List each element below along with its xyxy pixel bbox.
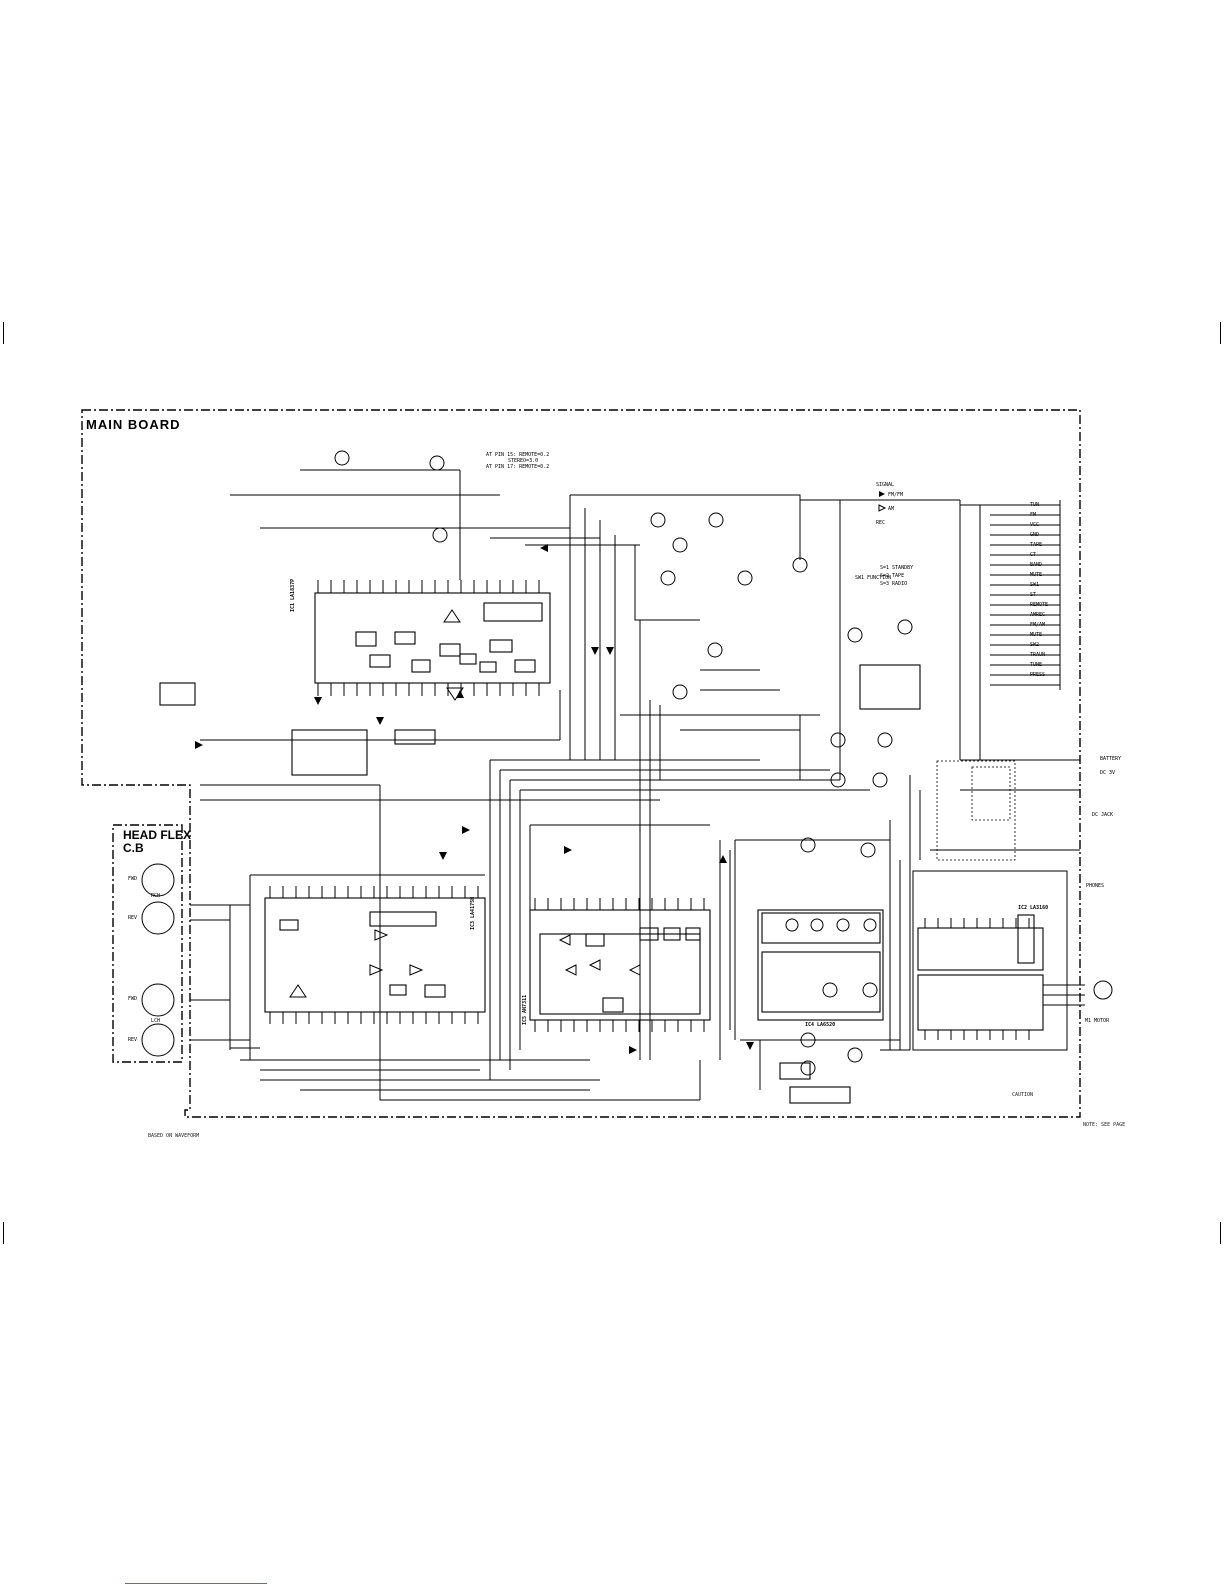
ic4-body — [757, 909, 884, 1021]
dc-jack-label: DC JACK — [1092, 812, 1114, 818]
function-standby: S=1 STANDBY — [880, 565, 914, 571]
ic1-body — [314, 592, 551, 684]
head-flex-title-line-1: HEAD FLEX — [123, 828, 192, 842]
crop-mark-right-top — [1220, 322, 1221, 344]
crop-mark-left-top — [3, 322, 4, 344]
connector-pin-label: BAND — [1030, 562, 1043, 568]
main-board-title: MAIN BOARD — [86, 417, 181, 432]
connector-pin-label: TAPE — [1030, 542, 1043, 548]
head-flex-title-line-2: C.B — [123, 841, 144, 855]
footnote-left: BASED ON WAVEFORM — [148, 1133, 200, 1139]
footnote-right-1: CAUTION — [1012, 1092, 1034, 1098]
head-flex-pin-label: FWD — [128, 996, 138, 1002]
ic2-label: IC2 LA3160 — [1018, 905, 1049, 911]
motor-label: M1 MOTOR — [1085, 1018, 1110, 1024]
connector-pin-label: TRAUN — [1030, 652, 1046, 658]
connector-pin-label: TUN — [1030, 502, 1040, 508]
head-flex-pin-label: LCH — [151, 1018, 161, 1024]
head-flex-title: HEAD FLEX C.B — [123, 829, 191, 855]
head-flex-pin-label: RCH — [151, 893, 161, 899]
battery-label: BATTERY — [1100, 756, 1122, 762]
connector-pin-label: PRESS — [1030, 672, 1046, 678]
battery-voltage: DC 3V — [1100, 770, 1116, 776]
connector-pin-label: FM — [1030, 512, 1037, 518]
main-board-border — [81, 409, 1081, 1118]
signal-legend-fm: FM/FM — [888, 492, 904, 498]
head-flex-pin-label: REV — [128, 915, 138, 921]
connector-pin-label: AMREC — [1030, 612, 1046, 618]
connector-pin-label: SW2 — [1030, 642, 1040, 648]
connector-pin-label: GND — [1030, 532, 1040, 538]
pin-note-2: AT PIN 17: REMOTE=0.2 — [486, 464, 550, 470]
phones-label: PHONES — [1086, 883, 1105, 889]
footnote-right-2: NOTE: SEE PAGE — [1083, 1122, 1126, 1128]
function-tape: S=2 TAPE — [880, 573, 905, 579]
ic2-body — [917, 927, 1044, 971]
function-radio: S=3 RADIO — [880, 581, 908, 587]
bpf-block — [159, 682, 196, 706]
connector-pin-label: CT — [1030, 552, 1037, 558]
page-underline — [125, 1583, 267, 1584]
crop-mark-right-bottom — [1220, 1222, 1221, 1244]
head-flex-pin-label: FWD — [128, 876, 138, 882]
crop-mark-left-bottom — [3, 1222, 4, 1244]
ic4-label: IC4 LA6520 — [805, 1022, 836, 1028]
ic3-body — [264, 897, 486, 1013]
signal-legend-rec: REC — [876, 520, 886, 526]
connector-pin-label: ST — [1030, 592, 1037, 598]
connector-pin-label: VCC — [1030, 522, 1040, 528]
ic1-label: IC1 LA1837P — [290, 578, 296, 612]
connector-pin-label: FM/AM — [1030, 622, 1046, 628]
signal-legend-am: AM — [888, 506, 895, 512]
connector-pin-label: MUTE — [1030, 632, 1043, 638]
pin-note-stereo: STEREO=3.0 — [508, 458, 539, 464]
connector-pin-label: TUNE — [1030, 662, 1043, 668]
head-flex-border — [112, 824, 183, 1063]
function-switch: SW1 FUNCTION — [855, 575, 892, 581]
ic5-label: IC5 AN7311 — [522, 994, 528, 1025]
pin-note-1: AT PIN 15: REMOTE=0.2 — [486, 452, 550, 458]
connector-pin-label: MUTE — [1030, 572, 1043, 578]
head-flex-pin-label: REV — [128, 1037, 138, 1043]
ic5-body — [529, 909, 711, 1021]
connector-pin-label: SW1 — [1030, 582, 1040, 588]
connector-pin-label: REMOTE — [1030, 602, 1049, 608]
signal-legend-title: SIGNAL — [876, 482, 895, 488]
ic3-label: IC3 LA4175H — [470, 896, 476, 930]
